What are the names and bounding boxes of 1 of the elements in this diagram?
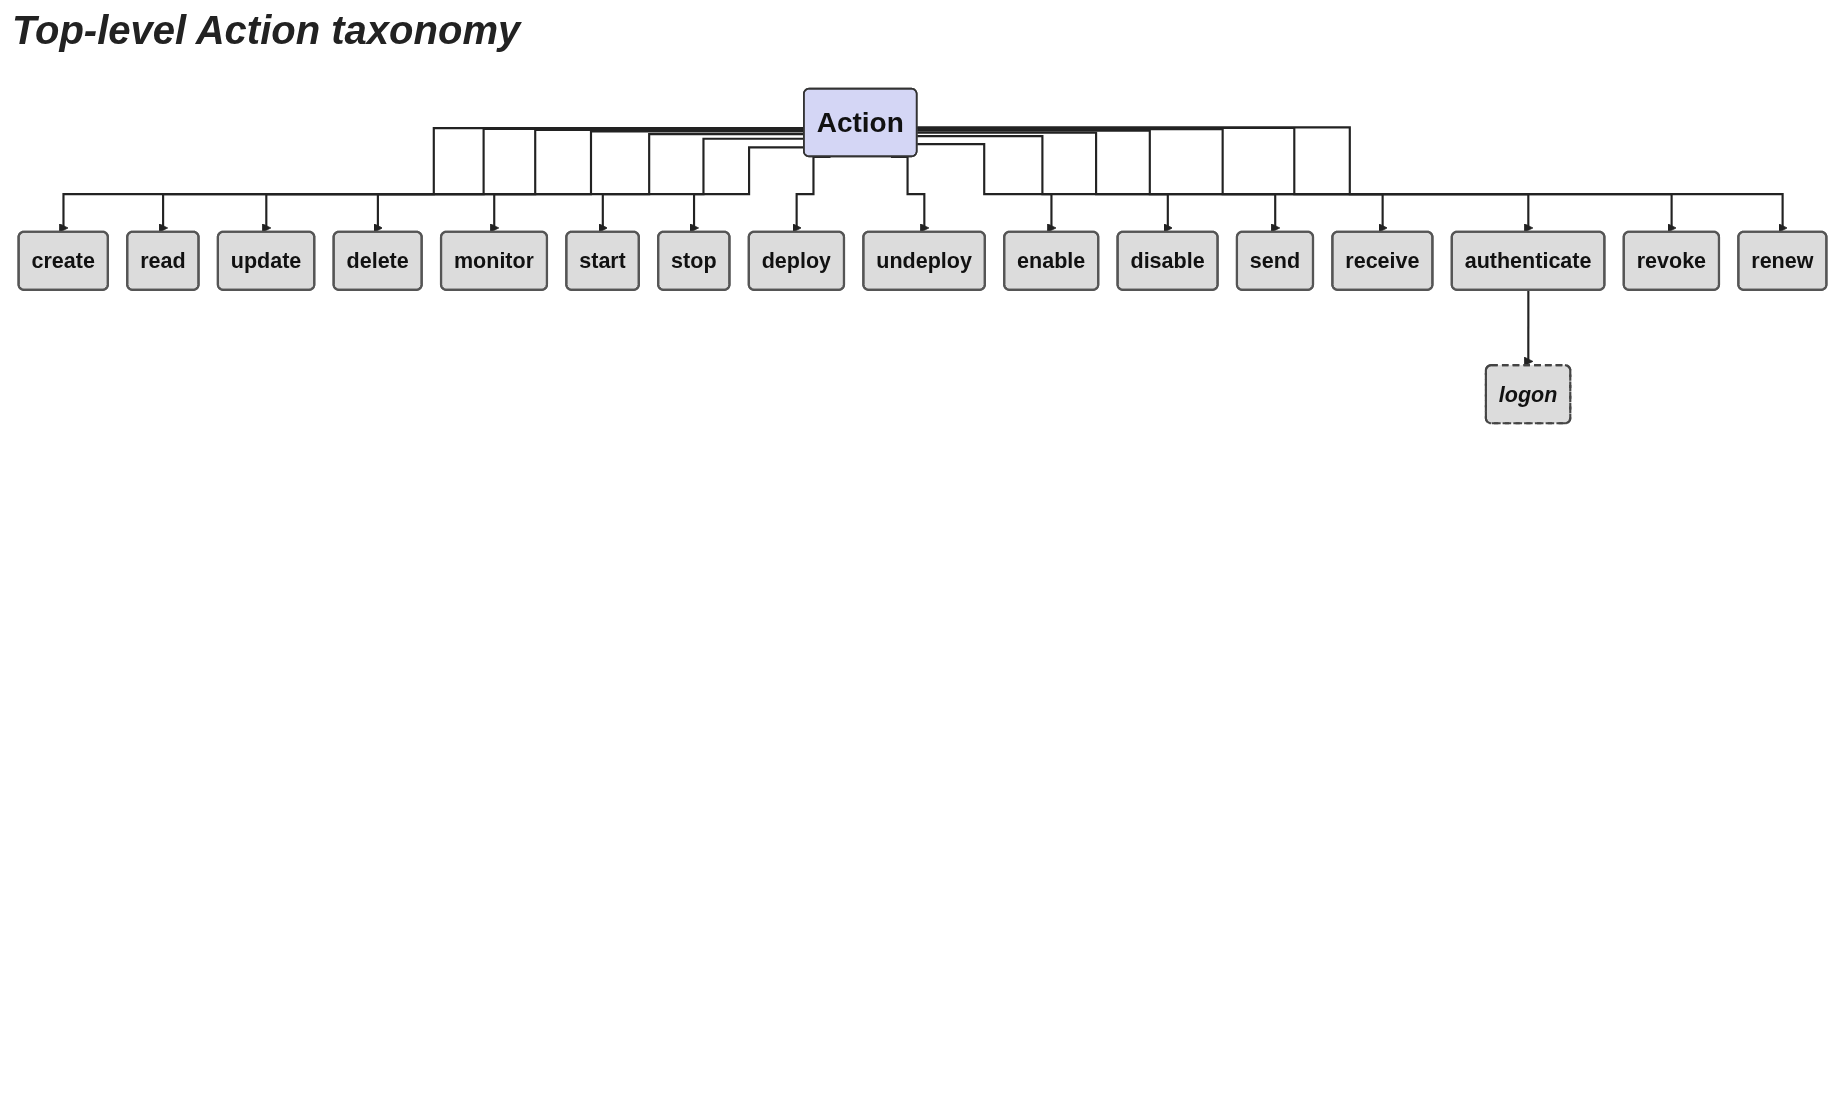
diagram-title: Top-level Action taxonomy	[12, 8, 521, 53]
